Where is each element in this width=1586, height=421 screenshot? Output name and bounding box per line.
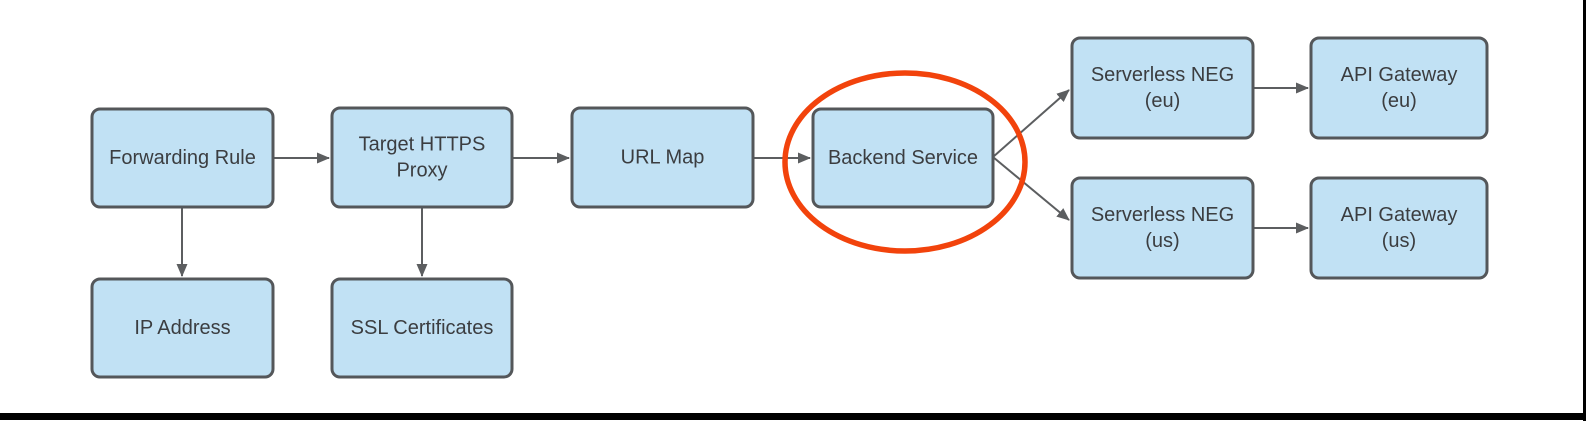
page-edge-bottom (0, 413, 1586, 420)
node-api-gateway-eu: API Gateway (eu) (1309, 36, 1489, 140)
node-forwarding-rule-label: Forwarding Rule (109, 147, 256, 169)
node-ssl-certificates-label: SSL Certificates (351, 317, 494, 339)
node-api-gateway-us-label-line-1: (us) (1382, 230, 1416, 252)
node-ip-address-label: IP Address (134, 317, 230, 339)
node-ip-address-shape (90, 277, 275, 379)
node-api-gateway-eu-label-line-0: API Gateway (1341, 64, 1458, 86)
node-target-https-proxy: Target HTTPS Proxy (330, 106, 514, 209)
highlight-ellipse (782, 70, 1028, 254)
node-target-https-proxy-label-line-1: Proxy (396, 160, 447, 182)
node-ip-address-label-line-0: IP Address (134, 317, 230, 339)
node-serverless-neg-us: Serverless NEG (us) (1070, 176, 1255, 280)
node-serverless-neg-us-label-line-0: Serverless NEG (1091, 204, 1234, 226)
node-api-gateway-eu-label-line-1: (eu) (1381, 90, 1417, 112)
node-target-https-proxy-label-line-0: Target HTTPS (359, 134, 486, 156)
node-serverless-neg-eu-shape (1070, 36, 1255, 140)
node-serverless-neg-eu-label-line-1: (eu) (1145, 90, 1181, 112)
node-backend-service-shape (811, 107, 995, 209)
node-serverless-neg-eu: Serverless NEG (eu) (1070, 36, 1255, 140)
node-ssl-certificates-label-line-0: SSL Certificates (351, 317, 494, 339)
node-backend-service-label: Backend Service (828, 147, 978, 169)
node-serverless-neg-us-shape (1070, 176, 1255, 280)
edge-backend-service-to-serverless-neg-us (992, 156, 1070, 221)
node-ssl-certificates-shape (330, 277, 514, 379)
page-edge-right (1583, 0, 1586, 421)
node-api-gateway-us-label: API Gateway (us) (1341, 204, 1458, 252)
edge-backend-service-to-serverless-neg-eu (992, 89, 1070, 158)
node-target-https-proxy-label: Target HTTPS Proxy (359, 134, 486, 182)
node-serverless-neg-us-label-line-1: (us) (1145, 230, 1179, 252)
node-api-gateway-eu-label: API Gateway (eu) (1341, 64, 1458, 112)
node-serverless-neg-eu-label: Serverless NEG (eu) (1091, 64, 1234, 112)
node-forwarding-rule-shape (90, 107, 275, 209)
node-forwarding-rule: Forwarding Rule (90, 107, 275, 209)
node-ip-address: IP Address (90, 277, 275, 379)
node-url-map-label-line-0: URL Map (621, 147, 705, 169)
node-api-gateway-us-label-line-0: API Gateway (1341, 204, 1458, 226)
node-backend-service: Backend Service (811, 107, 995, 209)
node-forwarding-rule-label-line-0: Forwarding Rule (109, 147, 256, 169)
node-serverless-neg-us-label: Serverless NEG (us) (1091, 204, 1234, 252)
node-serverless-neg-eu-label-line-0: Serverless NEG (1091, 64, 1234, 86)
node-url-map-label: URL Map (621, 147, 705, 169)
node-api-gateway-us: API Gateway (us) (1309, 176, 1489, 280)
node-url-map: URL Map (570, 106, 755, 209)
node-target-https-proxy-shape (330, 106, 514, 209)
node-ssl-certificates: SSL Certificates (330, 277, 514, 379)
node-backend-service-label-line-0: Backend Service (828, 147, 978, 169)
node-url-map-shape (570, 106, 755, 209)
node-api-gateway-us-shape (1309, 176, 1489, 280)
node-api-gateway-eu-shape (1309, 36, 1489, 140)
